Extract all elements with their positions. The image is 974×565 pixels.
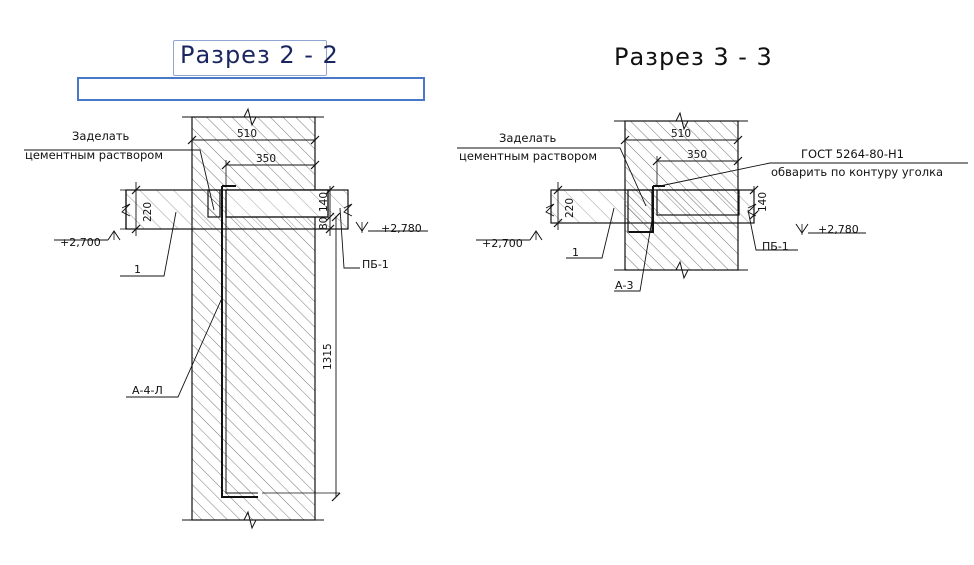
dim-140-b: 140 <box>757 192 769 212</box>
title-selection-box[interactable] <box>173 40 327 76</box>
dim-510-b: 510 <box>671 128 691 140</box>
section-2-2 <box>24 107 428 530</box>
label-1-a: 1 <box>134 263 141 276</box>
steel-angle-a3 <box>629 186 654 233</box>
dim-1315-a: 1315 <box>322 343 334 370</box>
label-1-b: 1 <box>572 246 579 259</box>
section-title-2-2[interactable]: Разрез 2 - 2 <box>180 41 339 69</box>
dim-220-b: 220 <box>564 198 576 218</box>
note-line1-b: Заделать <box>499 131 557 145</box>
dim-510-a: 510 <box>237 128 257 140</box>
label-angle-b: А-3 <box>615 279 634 292</box>
label-angle-a: А-4-Л <box>132 384 163 397</box>
dim-140-a: 140 <box>318 192 330 212</box>
break-mark-top <box>182 107 324 127</box>
gost-line1-b: ГОСТ 5264-80-Н1 <box>801 147 904 161</box>
level-left-b: +2,700 <box>482 237 523 250</box>
title-edit-field[interactable] <box>77 77 425 101</box>
gost-line2-b: обварить по контуру уголка <box>771 165 943 179</box>
wall-section-a <box>191 116 316 521</box>
section-title-3-3: Разрез 3 - 3 <box>614 43 773 71</box>
note-line2-b: цементным раствором <box>459 149 597 163</box>
note-line2-a: цементным раствором <box>25 148 163 162</box>
dim-80-a: 80 <box>318 217 330 230</box>
dim-350-a: 350 <box>256 153 276 165</box>
note-line1-a: Заделать <box>72 129 130 143</box>
lintel-pb1-b <box>656 189 740 216</box>
level-left-a: +2,700 <box>60 236 101 249</box>
dim-220-a: 220 <box>142 202 154 222</box>
break-mark-bottom <box>182 510 324 530</box>
break-mark-bottom-b <box>614 260 748 280</box>
label-pb1-a: ПБ-1 <box>362 258 389 271</box>
level-right-a: +2,780 <box>381 222 422 235</box>
level-right-b: +2,780 <box>818 223 859 236</box>
dim-350-b: 350 <box>687 149 707 161</box>
label-pb1-b: ПБ-1 <box>762 240 789 253</box>
steel-angle-a4l <box>221 186 258 498</box>
break-mark-top-b <box>614 111 748 131</box>
section-3-3 <box>457 111 968 292</box>
